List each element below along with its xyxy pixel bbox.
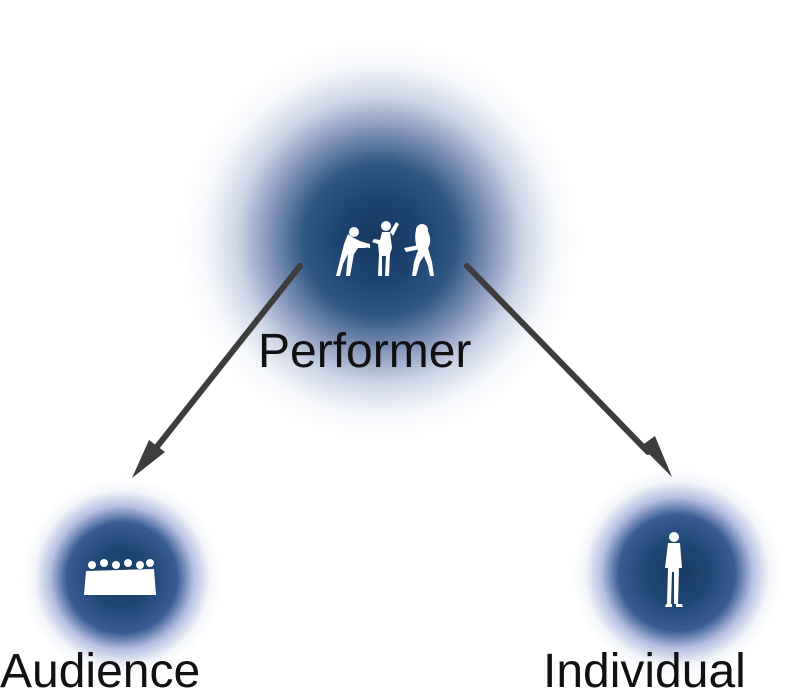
individual-label: Individual <box>543 645 746 698</box>
audience-silhouette-icon <box>84 559 156 595</box>
performers-silhouette-icon <box>336 221 434 276</box>
performer-label: Performer <box>258 325 472 378</box>
edge-performer-audience <box>132 263 303 478</box>
audience-label: Audience <box>0 645 201 698</box>
edge-performer-individual <box>464 263 672 477</box>
edge-performer-audience-arrowhead <box>132 440 165 478</box>
person-silhouette-icon <box>665 532 683 607</box>
edge-performer-audience-line <box>153 263 303 451</box>
edge-performer-individual-line <box>464 263 651 455</box>
edge-performer-individual-arrowhead <box>641 436 672 477</box>
